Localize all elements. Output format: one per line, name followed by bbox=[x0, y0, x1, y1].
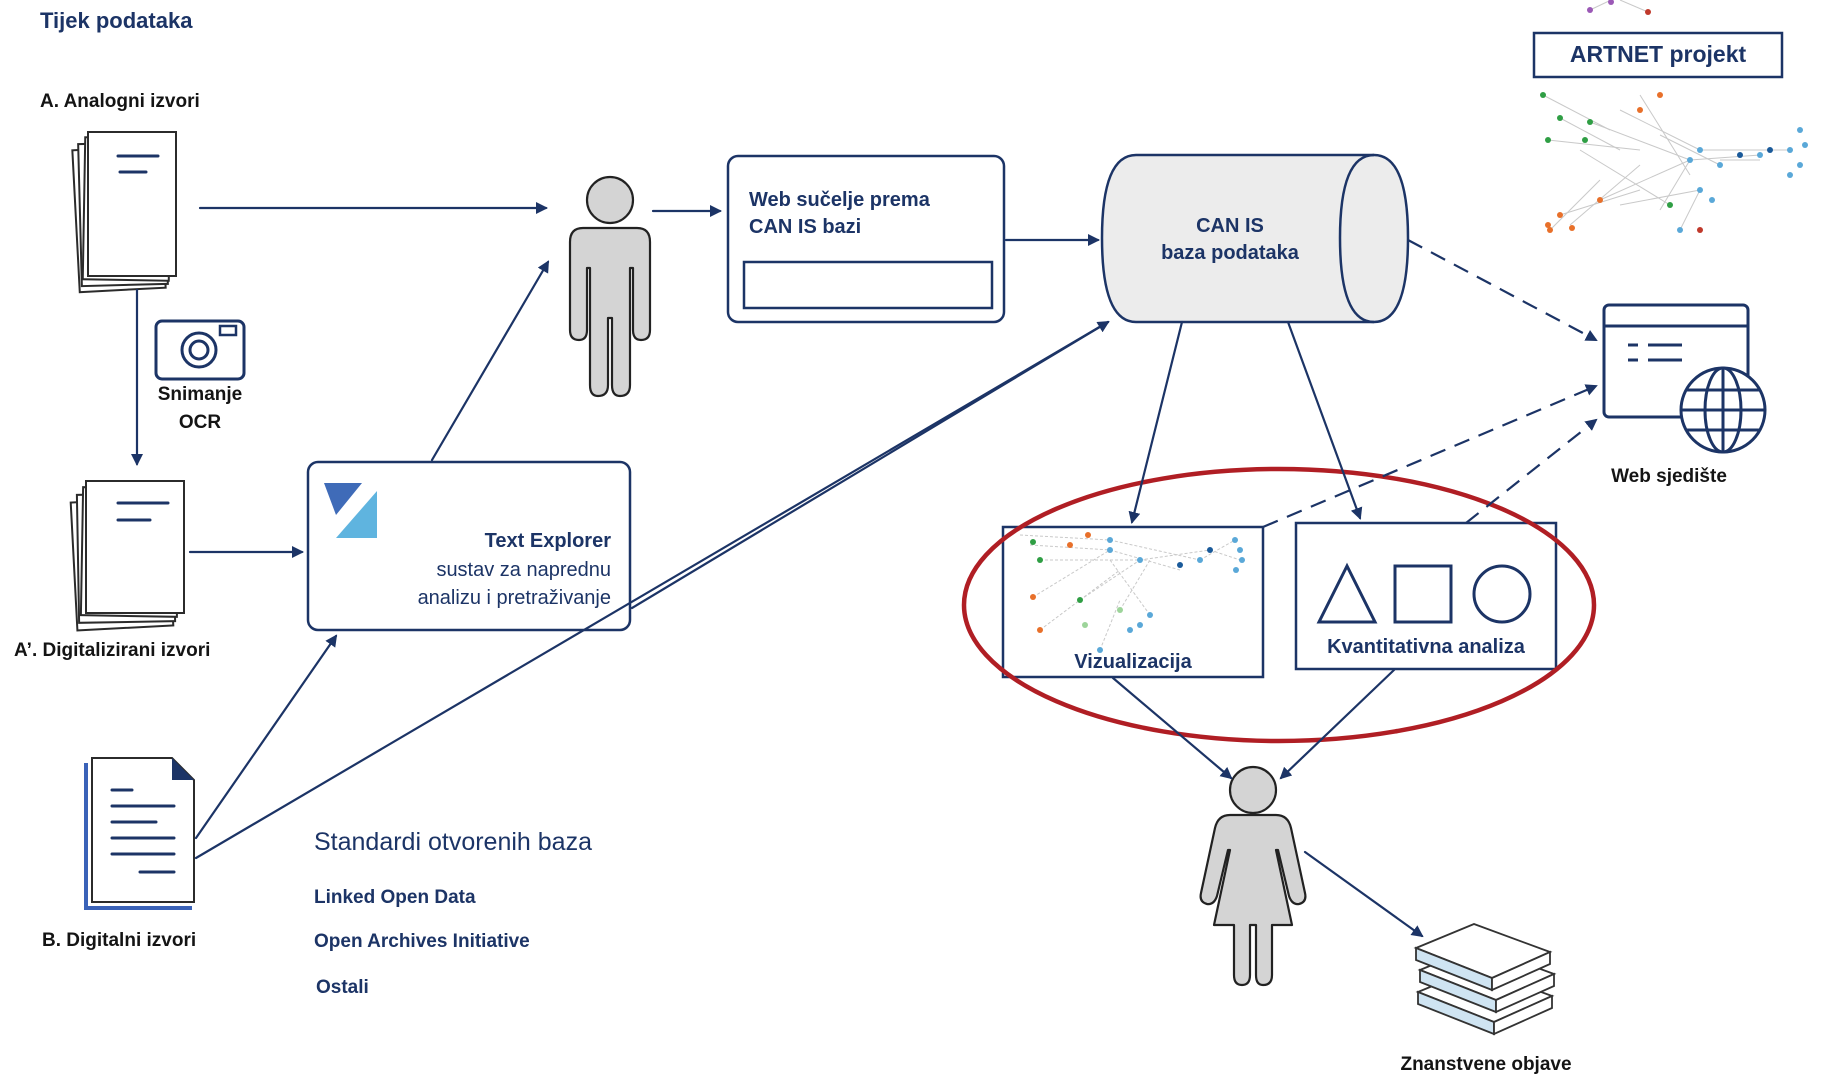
dashed-arrow-visualization-to-website bbox=[1262, 384, 1598, 529]
database-cylinder-icon bbox=[1100, 153, 1410, 324]
quantitative-analysis-label: Kvantitativna analiza bbox=[1327, 636, 1526, 658]
publications-stack-icon bbox=[1413, 923, 1557, 1036]
digital-document-icon bbox=[84, 757, 195, 910]
triangle-icon bbox=[1316, 562, 1378, 624]
highlight-ellipse bbox=[961, 466, 1597, 744]
web-interface-label-line2: CAN IS bazi bbox=[749, 216, 861, 238]
analog-document-stack-icon bbox=[71, 131, 177, 294]
digitized-document-stack-icon bbox=[69, 480, 185, 632]
square-icon bbox=[1393, 564, 1453, 624]
dashed-arrow-quantitative-to-website bbox=[1465, 418, 1598, 524]
arrow-visualization-to-researcher bbox=[1111, 676, 1233, 780]
arrow-digital-to-database bbox=[194, 320, 1110, 860]
database-label-line2: baza podataka bbox=[1161, 242, 1300, 264]
arrow-database-to-visualization bbox=[1128, 320, 1184, 524]
text-explorer-box bbox=[306, 460, 632, 632]
arrow-quantitative-to-researcher bbox=[1279, 668, 1396, 780]
camera-icon bbox=[154, 319, 246, 381]
quantitative-analysis-box bbox=[1294, 521, 1558, 671]
digital-sources-label: B. Digitalni izvori bbox=[42, 930, 196, 951]
standard-linked-open-data: Linked Open Data bbox=[314, 887, 476, 908]
capture-label: Snimanje bbox=[158, 384, 242, 405]
database-label-line1: CAN IS bbox=[1196, 215, 1264, 237]
web-interface-box bbox=[726, 154, 1006, 324]
circle-icon bbox=[1472, 564, 1532, 624]
visualization-label: Vizualizacija bbox=[1074, 651, 1192, 673]
website-label: Web sjedište bbox=[1611, 466, 1727, 487]
analog-sources-label: A. Analogni izvori bbox=[40, 91, 200, 112]
text-explorer-name: Text Explorer bbox=[485, 530, 612, 552]
diagram-title: Tijek podataka bbox=[40, 8, 193, 33]
text-explorer-logo-icon bbox=[324, 483, 362, 515]
web-interface-label-line1: Web sučelje prema bbox=[749, 189, 931, 211]
researcher-figure-icon bbox=[1199, 765, 1307, 987]
arrow-researcher-to-publications bbox=[1303, 850, 1424, 938]
artnet-label-box bbox=[1532, 31, 1784, 79]
arrow-digital-to-text-explorer bbox=[194, 634, 338, 840]
standards-heading: Standardi otvorenih baza bbox=[314, 828, 592, 856]
standard-other: Ostali bbox=[316, 977, 369, 998]
publications-label: Znanstvene objave bbox=[1400, 1054, 1571, 1075]
globe-icon bbox=[1679, 366, 1767, 454]
arrow-text-explorer-to-user bbox=[430, 260, 550, 462]
arrow-database-to-quantitative bbox=[1286, 320, 1363, 520]
artnet-network-graph bbox=[1540, 0, 1808, 233]
text-explorer-desc-line2: analizu i pretraživanje bbox=[418, 587, 611, 609]
dashed-arrow-database-to-website bbox=[1407, 239, 1598, 341]
digitized-sources-label: A’. Digitalizirani izvori bbox=[14, 640, 210, 661]
flow-arrows bbox=[131, 202, 1598, 938]
standard-open-archives: Open Archives Initiative bbox=[314, 931, 530, 952]
text-explorer-desc-line1: sustav za naprednu bbox=[436, 559, 611, 581]
ocr-label: OCR bbox=[179, 412, 222, 433]
user-figure-icon bbox=[568, 175, 652, 398]
visualization-network-graph bbox=[1019, 532, 1245, 653]
artnet-label: ARTNET projekt bbox=[1570, 41, 1747, 67]
visualization-box bbox=[1001, 525, 1265, 679]
